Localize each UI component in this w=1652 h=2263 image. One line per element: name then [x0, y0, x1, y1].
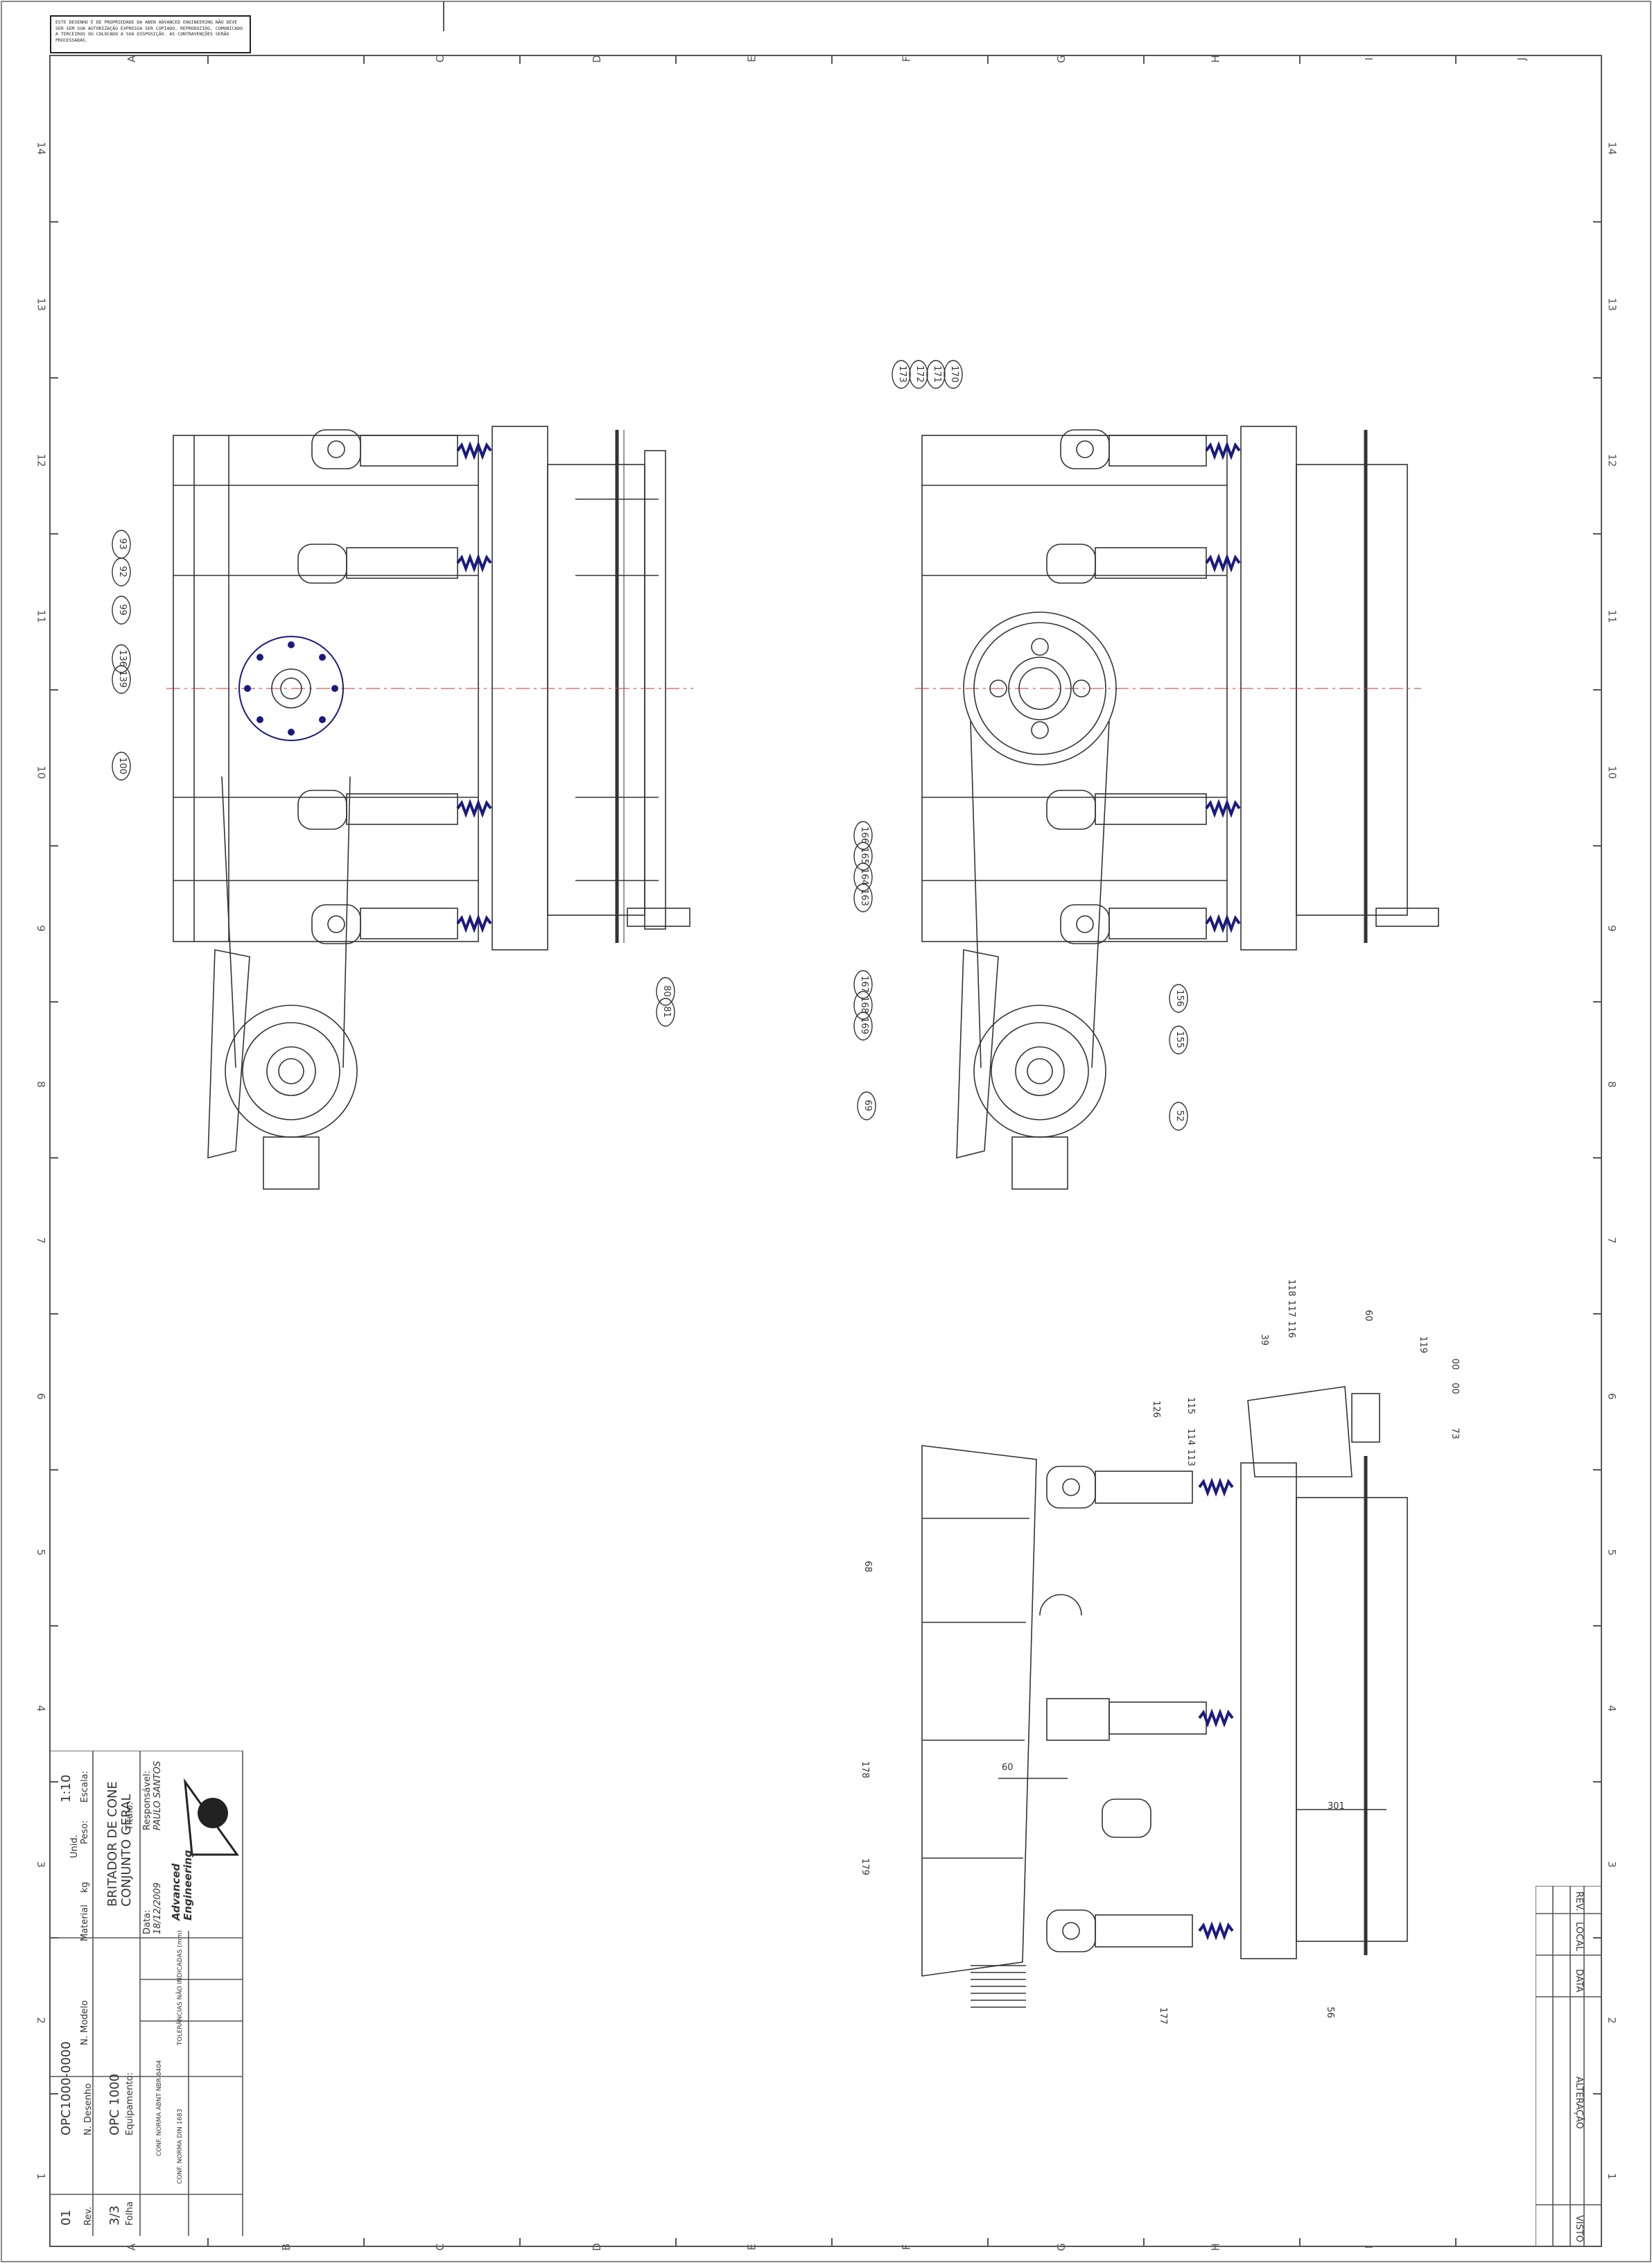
callout-label: 69 — [862, 1100, 873, 1111]
revision-block-frame — [1536, 1886, 1602, 2246]
callout-label: 81 — [661, 1006, 672, 1018]
callout-label: 156 — [1174, 989, 1185, 1007]
weight-label: Peso: — [80, 1820, 90, 1844]
callout-label: 68 — [862, 1561, 873, 1572]
material-label: Material — [80, 1905, 90, 1941]
callout-label: 170 — [948, 365, 959, 383]
norm-2: CONF. NORMA DIN 1683 — [177, 2108, 184, 2185]
callout-label: 179 — [859, 1858, 870, 1875]
revision-header: VISTO — [1574, 2215, 1584, 2243]
callout-label: 99 — [116, 604, 128, 616]
callout-label: 164 — [858, 868, 869, 885]
revision-header: DATA — [1574, 1969, 1584, 1993]
callout-label: 173 — [896, 365, 907, 383]
responsible-value: PAULO SANTOS — [153, 1760, 163, 1830]
scale-value: 1:10 — [59, 1774, 73, 1803]
callout-label: 115 — [1185, 1397, 1196, 1414]
callout-label: 00 — [1449, 1382, 1460, 1394]
equipment-label: Equipamento: — [125, 2072, 135, 2135]
title-value-2: BRITADOR DE CONE — [105, 1781, 120, 1907]
callout-label: 56 — [1324, 2006, 1335, 2018]
revision-header: ALTERAÇÃO — [1574, 2076, 1584, 2129]
callout-label: 113 — [1185, 1449, 1196, 1466]
norm-1: CONF. NORMA ABNT NBR-8404 — [156, 2060, 163, 2156]
dimension-label: 301 — [1328, 1801, 1345, 1812]
callout-label: 177 — [1157, 2007, 1168, 2024]
callout-label: 168 — [858, 996, 869, 1014]
callout-bubbles — [112, 360, 1188, 1131]
unit-label: Unid. — [69, 1835, 80, 1858]
responsible-label: Responsável: — [142, 1770, 153, 1830]
model-label: N. Modelo — [80, 2000, 90, 2045]
callout-label: 52 — [1174, 1110, 1185, 1122]
revision-header: LOCAL — [1574, 1922, 1584, 1952]
callout-label: 118 — [1285, 1279, 1296, 1297]
view-side — [921, 1386, 1408, 2008]
company-name-2: Engineering — [182, 1850, 194, 1920]
callout-label: 60 — [1362, 1310, 1373, 1321]
equipment-value: OPC 1000 — [107, 2073, 122, 2135]
sheet-value: 3/3 — [107, 2205, 122, 2226]
date-label: Data: — [142, 1909, 153, 1934]
revision-header: REV. — [1574, 1891, 1584, 1911]
weight-unit: kg — [80, 1882, 90, 1893]
callout-label: 114 — [1185, 1428, 1196, 1446]
callout-label: 169 — [858, 1017, 869, 1034]
callout-label: 165 — [858, 847, 869, 865]
title-value-1: CONJUNTO GERAL — [119, 1794, 134, 1907]
callout-label: 119 — [1417, 1336, 1428, 1353]
date-value: 18/12/2009 — [153, 1882, 163, 1934]
callout-label: 166 — [858, 826, 869, 844]
callout-label: 163 — [858, 889, 869, 906]
callout-label: 167 — [858, 976, 869, 993]
callout-label: 126 — [1150, 1401, 1161, 1418]
callout-label: 136 — [116, 650, 128, 667]
callout-label: 92 — [116, 566, 128, 578]
callout-label: 178 — [859, 1761, 870, 1778]
callout-label: 80 — [661, 985, 672, 997]
callout-label: 93 — [116, 538, 128, 550]
scale-label: Escala: — [80, 1770, 90, 1803]
callout-label: 73 — [1449, 1428, 1460, 1439]
view-left — [166, 426, 693, 1190]
callout-label: 39 — [1258, 1334, 1269, 1346]
drawing-value: OPC1000-0000 — [59, 2041, 73, 2135]
title-block-frame — [50, 1751, 243, 2236]
rev-label: Rev. — [83, 2206, 94, 2226]
callout-label: 00 — [1449, 1358, 1460, 1370]
rev-value: 01 — [59, 2210, 73, 2226]
callout-label: 117 — [1285, 1300, 1296, 1317]
callout-label: 100 — [116, 757, 128, 774]
callout-label: 116 — [1285, 1321, 1296, 1338]
callout-label: 171 — [931, 365, 942, 383]
callout-label: 172 — [914, 365, 925, 383]
callout-label: 139 — [116, 670, 128, 688]
drawing-label: N. Desenho — [83, 2083, 94, 2135]
callout-label: 155 — [1174, 1031, 1185, 1048]
sheet-label: Folha — [125, 2201, 135, 2226]
view-right — [915, 426, 1439, 1190]
copyright-notice: ESTE DESENHO É DE PROPRIEDADE DA ABEN AD… — [50, 15, 251, 53]
dimension-label: 60 — [1002, 1762, 1014, 1773]
company-name-1: Advanced — [170, 1863, 182, 1920]
tolerance-title: TOLERÂNCIAS NÃO INDICADAS (mm) — [177, 1930, 184, 2045]
